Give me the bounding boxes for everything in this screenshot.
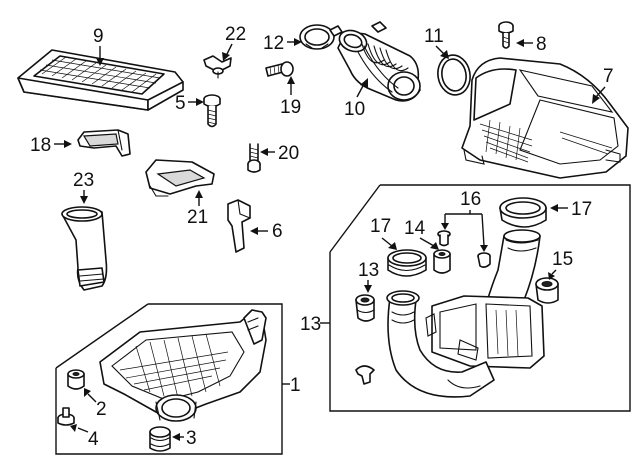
- callout-3: 3: [172, 428, 197, 449]
- callout-label-13: 13: [300, 314, 321, 335]
- callout-21: 21: [187, 190, 208, 228]
- callout-4: 4: [70, 424, 99, 450]
- callout-15-right: 15: [548, 249, 573, 280]
- part-6-bracket: [227, 199, 251, 253]
- callout-label-15-right: 15: [552, 249, 573, 270]
- part-9-air-filter: [17, 49, 184, 111]
- assembly-box-13: [329, 184, 631, 412]
- part-8-bolt: [498, 21, 514, 49]
- callout-2: 2: [84, 388, 107, 420]
- part-5-bolt: [203, 94, 221, 128]
- assembly-box-1: [55, 303, 283, 455]
- callout-label-4: 4: [88, 429, 99, 450]
- callout-label-8: 8: [536, 34, 547, 55]
- part-2-grommet: [67, 369, 85, 390]
- callout-label-5: 5: [175, 93, 186, 114]
- callout-label-21: 21: [187, 207, 208, 228]
- part-12-hose-clamp: [299, 24, 343, 50]
- callout-8: 8: [516, 34, 547, 55]
- part-19-seal: [499, 197, 547, 228]
- part-23-duct: [61, 206, 108, 291]
- callout-19: 17: [550, 199, 592, 220]
- callout-7: 7: [592, 66, 614, 104]
- callout-label-14: 13: [358, 260, 379, 281]
- part-14-grommet: [355, 294, 375, 322]
- part-17-screw-upper: [265, 61, 294, 77]
- callout-23: 23: [73, 170, 94, 204]
- callout-6: 6: [250, 221, 283, 242]
- callout-label-12: 12: [263, 33, 284, 54]
- part-10-intake-boot: [337, 21, 421, 102]
- callout-20: 18: [30, 135, 72, 156]
- callout-1: 1: [282, 375, 301, 396]
- part-16-cap-left: [437, 230, 451, 247]
- callout-13: 13: [300, 314, 330, 335]
- callout-label-18: 17: [370, 216, 391, 237]
- callout-label-10: 10: [344, 99, 365, 120]
- part-21-bracket: [145, 159, 215, 197]
- callout-label-16: 16: [460, 189, 481, 210]
- part-15-grommet-left: [433, 249, 451, 274]
- part-4-bolt: [57, 407, 75, 426]
- part-3-damper: [149, 426, 171, 452]
- callout-11: 11: [424, 26, 449, 59]
- callout-17-middle: 20: [260, 143, 299, 164]
- part-17-bolt-middle: [247, 143, 261, 173]
- callout-label-6: 6: [272, 221, 283, 242]
- callout-label-17-middle: 20: [278, 143, 299, 164]
- part-1-air-cleaner-housing-lower: [99, 309, 267, 422]
- part-13-resonator-assembly: [355, 229, 545, 398]
- part-20-bracket: [77, 129, 131, 157]
- callout-10: 10: [344, 78, 368, 120]
- callout-label-17-upper: 19: [280, 97, 301, 118]
- callout-label-19: 17: [571, 199, 592, 220]
- callout-16: 16: [441, 189, 488, 252]
- callout-label-20: 18: [30, 135, 51, 156]
- part-15-grommet-right: [535, 277, 559, 304]
- callout-9: 9: [93, 26, 104, 66]
- callout-12: 12: [263, 33, 302, 54]
- part-18-ring: [387, 249, 427, 277]
- part-11-o-ring: [437, 54, 471, 96]
- part-22-clip: [203, 55, 232, 79]
- callout-label-2: 2: [96, 399, 107, 420]
- callout-18: 17: [370, 216, 397, 250]
- callout-label-15-left: 14: [404, 218, 426, 239]
- callout-label-11: 11: [424, 26, 444, 47]
- callout-5: 5: [175, 93, 204, 114]
- callout-label-3: 3: [186, 428, 197, 449]
- callout-22: 22: [222, 24, 246, 61]
- part-7-air-cleaner-housing-cover: [461, 57, 629, 179]
- callout-label-23: 23: [73, 170, 94, 191]
- callout-15-left: 14: [404, 218, 439, 250]
- callout-label-22: 22: [225, 24, 246, 45]
- callout-label-9: 9: [93, 26, 104, 47]
- callout-label-1: 1: [290, 375, 301, 396]
- callout-14: 13: [358, 260, 379, 293]
- callout-17-upper: 19: [280, 76, 301, 118]
- part-16-cap-right: [477, 252, 491, 268]
- callout-label-7: 7: [603, 66, 614, 87]
